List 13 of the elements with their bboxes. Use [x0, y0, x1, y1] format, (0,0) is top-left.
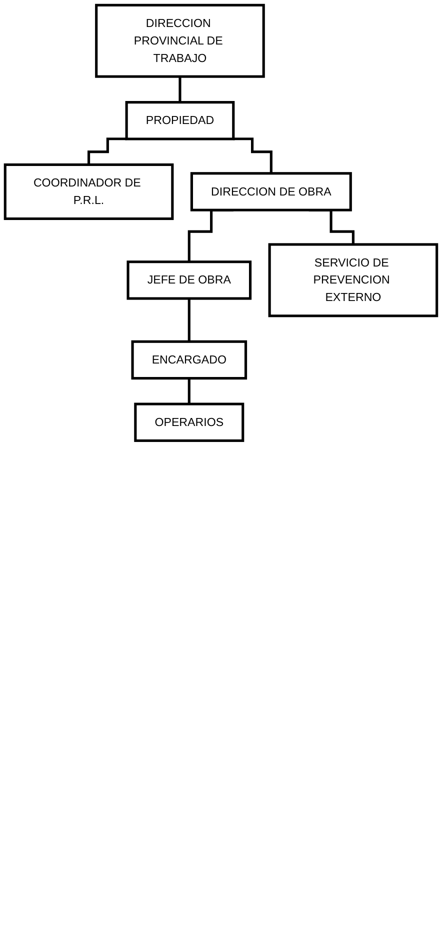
node-box: DIRECCION PROVINCIAL DE TRABAJO — [95, 4, 265, 78]
connector — [188, 297, 190, 343]
node-box: OPERARIOS — [134, 402, 244, 442]
node-box: PROPIEDAD — [125, 101, 235, 140]
connector — [178, 75, 182, 104]
node-box: SERVICIO DE PREVENCION EXTERNO — [268, 243, 438, 318]
node-box: ENCARGADO — [131, 340, 248, 380]
node-box: COORDINADOR DE P.R.L. — [4, 163, 174, 220]
connector — [188, 377, 190, 406]
connector — [88, 138, 127, 166]
node-box: JEFE DE OBRA — [126, 260, 252, 300]
node-box: DIRECCION DE OBRA — [190, 172, 352, 212]
connector — [233, 138, 272, 175]
